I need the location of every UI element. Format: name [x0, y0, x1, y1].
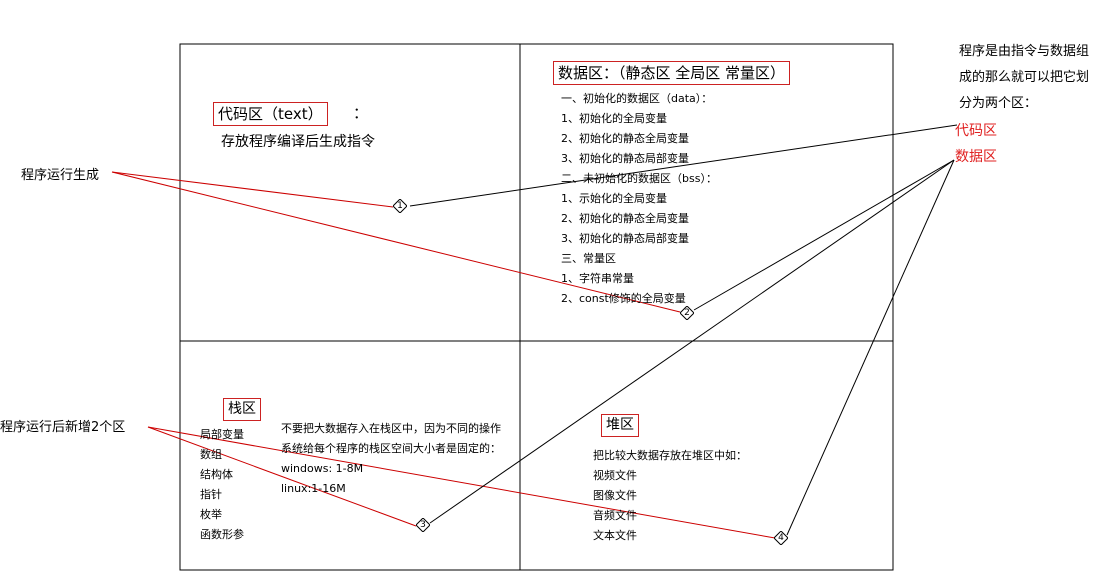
data-line-to-marker-2 [693, 159, 955, 311]
data-area-item: 二、未初始化的数据区（bss）： [561, 172, 717, 185]
added-line-to-marker-4 [147, 426, 776, 539]
runtime-line-to-marker-1 [111, 171, 394, 208]
data-area-item: 1、示始化的全局变量 [561, 192, 667, 205]
data-area-list: 一、初始化的数据区（data）： 1、初始化的全局变量 2、初始化的静态全局变量… [561, 89, 717, 309]
data-area-item: 3、初始化的静态局部变量 [561, 152, 689, 165]
data-area-item: 1、初始化的全局变量 [561, 112, 667, 125]
stack-area-item: 枚举 [200, 508, 222, 521]
stack-area-item: 局部变量 [200, 428, 244, 441]
code-area-title: 代码区（text） [213, 102, 328, 126]
right-note-line: 成的那么就可以把它划 [959, 70, 1090, 85]
marker-1-label: 1 [397, 201, 403, 211]
data-area-item: 2、const修饰的全局变量 [561, 292, 686, 305]
runtime-added-label: 程序运行后新增2个区 [0, 420, 126, 435]
right-note-line: 分为两个区： [959, 96, 1038, 111]
marker-4: 4 [774, 531, 788, 545]
data-area-item: 一、初始化的数据区（data）： [561, 92, 713, 105]
right-data-area-label: 数据区 [955, 149, 997, 165]
marker-2: 2 [680, 306, 694, 320]
stack-area-title: 栈区 [223, 398, 261, 421]
right-note: 程序是由指令与数据组 成的那么就可以把它划 分为两个区： [959, 39, 1089, 117]
heap-area-list: 把比较大数据存放在堆区中如： 视频文件 图像文件 音频文件 文本文件 [593, 446, 747, 546]
data-area-title: 数据区：（静态区 全局区 常量区） [553, 61, 791, 85]
right-note-line: 程序是由指令与数据组 [959, 44, 1090, 59]
heap-area-intro: 把比较大数据存放在堆区中如： [593, 449, 747, 462]
heap-area-item: 音频文件 [593, 509, 637, 522]
code-line-to-marker-1 [409, 124, 958, 207]
data-area-item: 2、初始化的静态全局变量 [561, 132, 689, 145]
heap-area-item: 视频文件 [593, 469, 637, 482]
heap-area-item: 文本文件 [593, 529, 637, 542]
stack-note-line: windows: 1-8M [281, 462, 364, 475]
marker-2-label: 2 [684, 308, 690, 318]
data-line-to-marker-3 [429, 159, 955, 524]
stack-area-item: 指针 [200, 488, 222, 501]
memory-frame [179, 43, 894, 571]
data-area-item: 三、常量区 [561, 252, 616, 265]
stack-note-line: 不要把大数据存入在栈区中，因为不同的操作 [281, 422, 501, 435]
stack-area-note: 不要把大数据存入在栈区中，因为不同的操作 系统给每个程序的栈区空间大小者是固定的… [281, 419, 501, 499]
marker-3-label: 3 [420, 520, 426, 530]
data-area-item: 1、字符串常量 [561, 272, 634, 285]
code-area-colon: ： [353, 104, 369, 122]
heap-area-item: 图像文件 [593, 489, 637, 502]
stack-area-list: 局部变量 数组 结构体 指针 枚举 函数形参 [200, 425, 244, 545]
stack-area-item: 数组 [200, 448, 222, 461]
runtime-line-to-marker-2 [111, 171, 681, 313]
heap-area-title: 堆区 [601, 414, 639, 437]
right-code-area-label: 代码区 [955, 123, 997, 139]
runtime-generated-label: 程序运行生成 [21, 168, 100, 183]
marker-3: 3 [416, 518, 430, 532]
marker-4-label: 4 [778, 533, 784, 543]
stack-note-line: 系统给每个程序的栈区空间大小者是固定的： [281, 442, 501, 455]
stack-note-line: linux:1-16M [281, 482, 346, 495]
stack-area-item: 结构体 [200, 468, 233, 481]
data-line-to-marker-4 [786, 159, 955, 536]
marker-1: 1 [393, 199, 407, 213]
data-area-item: 2、初始化的静态全局变量 [561, 212, 689, 225]
code-area-description: 存放程序编译后生成指令 [221, 134, 375, 150]
added-line-to-marker-3 [147, 426, 417, 527]
stack-area-item: 函数形参 [200, 528, 244, 541]
data-area-item: 3、初始化的静态局部变量 [561, 232, 689, 245]
